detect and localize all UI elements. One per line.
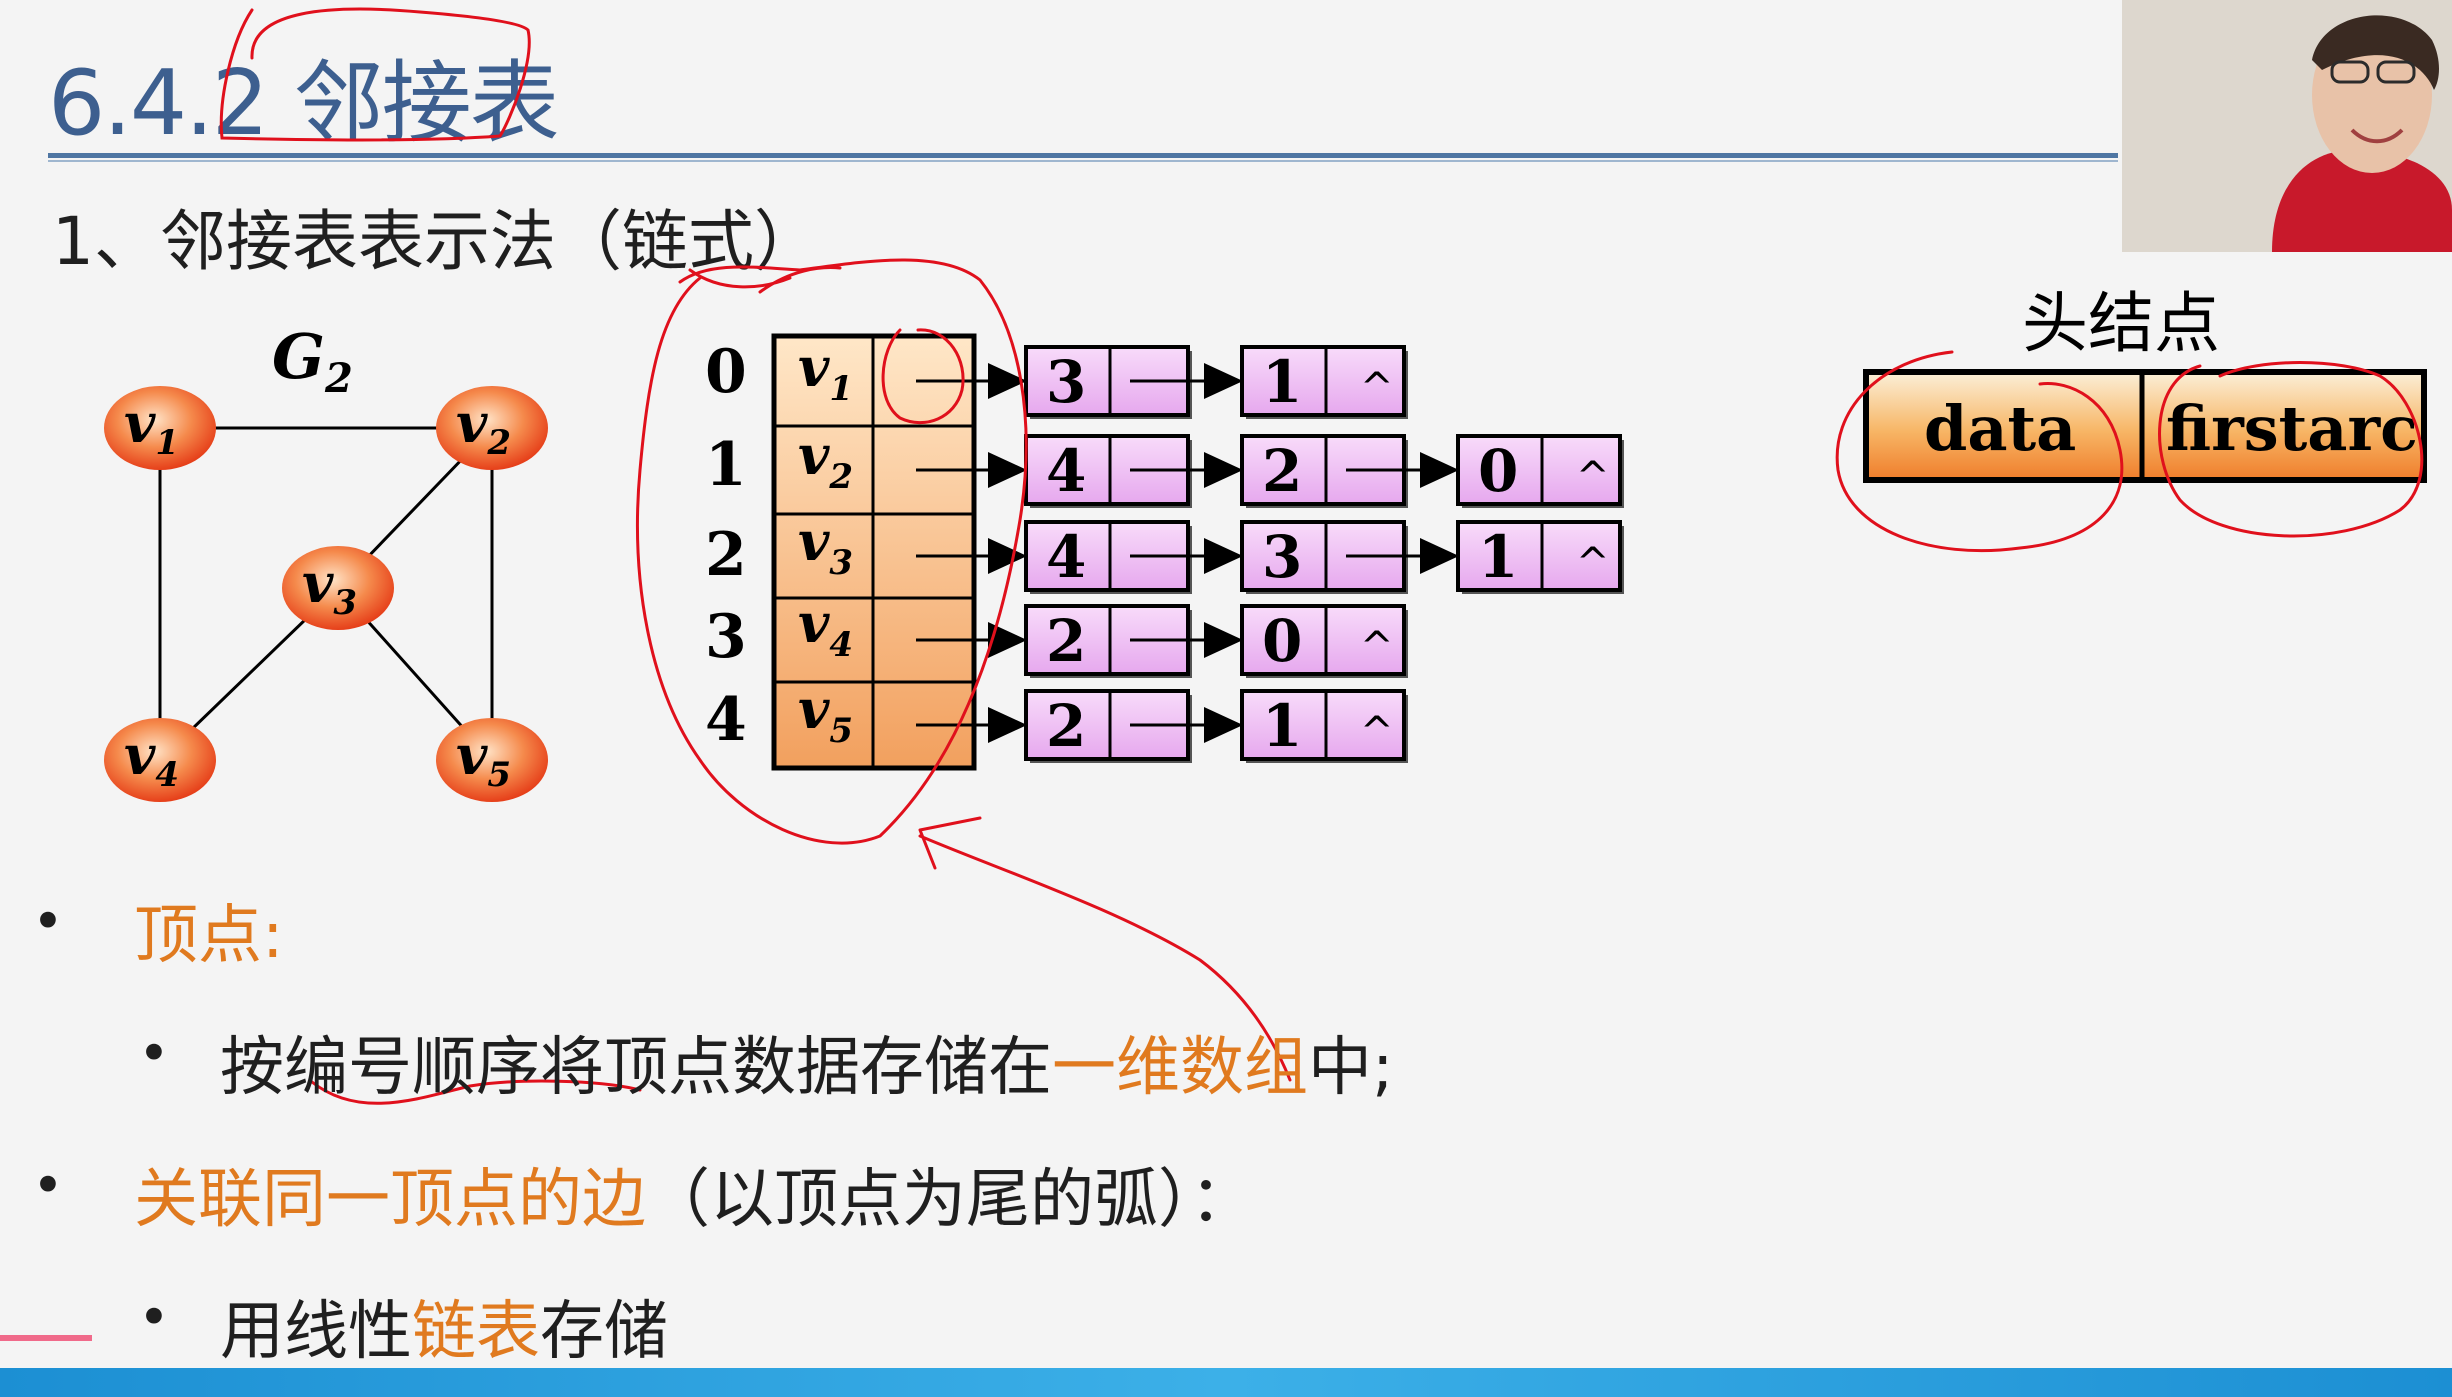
hand-annotations: [219, 7, 2424, 1105]
head-node-field-data: data: [1924, 392, 2076, 465]
presenter-hair: [2312, 15, 2439, 90]
head-node-title: 头结点: [2022, 285, 2220, 362]
head-vertex-label: v2: [798, 423, 853, 497]
bullet-edge-text: 关联同一顶点的边（以顶点为尾的弧）：: [134, 1163, 1254, 1237]
annotation-underline: [310, 1079, 642, 1105]
head-node-structure: 头结点 data firstarc: [1863, 285, 2427, 483]
arc-node: 2: [1024, 689, 1243, 763]
null-pointer-symbol: ^: [1360, 709, 1394, 755]
arc-node: 0^: [1456, 434, 1624, 508]
section-subtitle: 1、邻接表表示法（链式）: [52, 203, 820, 280]
annotation-array-loop: [636, 258, 1028, 845]
null-pointer-symbol: ^: [1360, 624, 1394, 670]
head-array: v1 v2 v3 v4 v5: [771, 333, 977, 771]
index-label: 1: [705, 430, 747, 500]
arc-node: 0^: [1240, 604, 1408, 678]
annotation-firstarc-circle: [2158, 361, 2424, 538]
presenter-video-overlay: [2122, 0, 2452, 252]
index-label: 3: [705, 602, 747, 672]
arc-node: 2: [1240, 434, 1459, 508]
arc-adjvex-label: 0: [1262, 607, 1302, 675]
svg-text:v3: v3: [302, 551, 357, 623]
svg-text:v5: v5: [456, 723, 511, 795]
null-pointer-symbol: ^: [1576, 540, 1610, 586]
vertex-v5: v5: [436, 718, 548, 802]
annotation-pointer-circle: [881, 328, 965, 425]
arc-node: 4: [1024, 520, 1243, 594]
arc-adjvex-label: 1: [1262, 348, 1302, 416]
title-underline-thin: [48, 160, 2118, 162]
arc-adjvex-label: 1: [1478, 523, 1518, 591]
sub-bullet-point-2: •: [138, 1286, 170, 1349]
head-vertex-label: v4: [798, 591, 853, 665]
graph-g2: G2 v1 v2 v3 v4 v5: [104, 320, 548, 802]
arc-adjvex-label: 3: [1046, 348, 1086, 416]
null-pointer-symbol: ^: [1576, 454, 1610, 500]
arc-adjvex-label: 3: [1262, 523, 1302, 591]
arc-node: 1^: [1456, 520, 1624, 594]
bullet-point-2: •: [32, 1154, 64, 1217]
arc-adjvex-label: 2: [1046, 692, 1086, 760]
index-label: 4: [705, 685, 747, 755]
index-label: 2: [705, 520, 747, 590]
index-label: 0: [705, 337, 747, 407]
title-underline: [48, 153, 2118, 158]
svg-text:v2: v2: [456, 391, 511, 463]
progress-marker: [0, 1335, 92, 1341]
annotation-squiggle: [688, 266, 842, 294]
svg-text:v4: v4: [124, 723, 179, 795]
vertex-v1: v1: [104, 386, 216, 470]
arc-node: 2: [1024, 604, 1243, 678]
null-pointer-symbol: ^: [1360, 365, 1394, 411]
arc-adjvex-label: 1: [1262, 692, 1302, 760]
vertex-v3: v3: [282, 546, 394, 630]
bottom-bar: [0, 1368, 2452, 1397]
arc-node: 4: [1024, 434, 1243, 508]
arc-adjvex-label: 4: [1046, 437, 1086, 505]
head-node-field-firstarc: firstarc: [2166, 392, 2418, 465]
head-vertex-label: v5: [798, 677, 853, 751]
annotation-arrow-line: [918, 834, 1292, 1082]
svg-text:v1: v1: [124, 391, 179, 463]
presenter-shirt: [2272, 150, 2452, 252]
head-vertex-label: v3: [798, 509, 853, 583]
bullet-point-1: •: [32, 890, 64, 953]
sub-bullet-array-text: 按编号顺序将顶点数据存储在一维数组中;: [220, 1031, 1394, 1105]
bullet-vertex-label: 顶点:: [134, 899, 284, 973]
arc-node: 1^: [1240, 345, 1408, 419]
annotation-arrowhead: [918, 816, 982, 870]
arc-node: 1^: [1240, 689, 1408, 763]
vertex-v4: v4: [104, 718, 216, 802]
graph-label: G2: [272, 320, 353, 402]
sub-bullet-linked-list-text: 用线性链表存储: [220, 1295, 668, 1369]
arc-adjvex-label: 4: [1046, 523, 1086, 591]
annotation-data-circle: [1835, 350, 2124, 553]
arc-node: 3: [1240, 520, 1459, 594]
annotation-title-circle: [219, 7, 531, 142]
arc-adjvex-label: 2: [1046, 607, 1086, 675]
sub-bullet-point-1: •: [138, 1022, 170, 1085]
arc-adjvex-label: 2: [1262, 437, 1302, 505]
head-vertex-label: v1: [798, 335, 853, 409]
arc-adjvex-label: 0: [1478, 437, 1518, 505]
arc-node: 3: [1024, 345, 1243, 419]
vertex-v2: v2: [436, 386, 548, 470]
index-column: 0 1 2 3 4: [705, 337, 747, 755]
